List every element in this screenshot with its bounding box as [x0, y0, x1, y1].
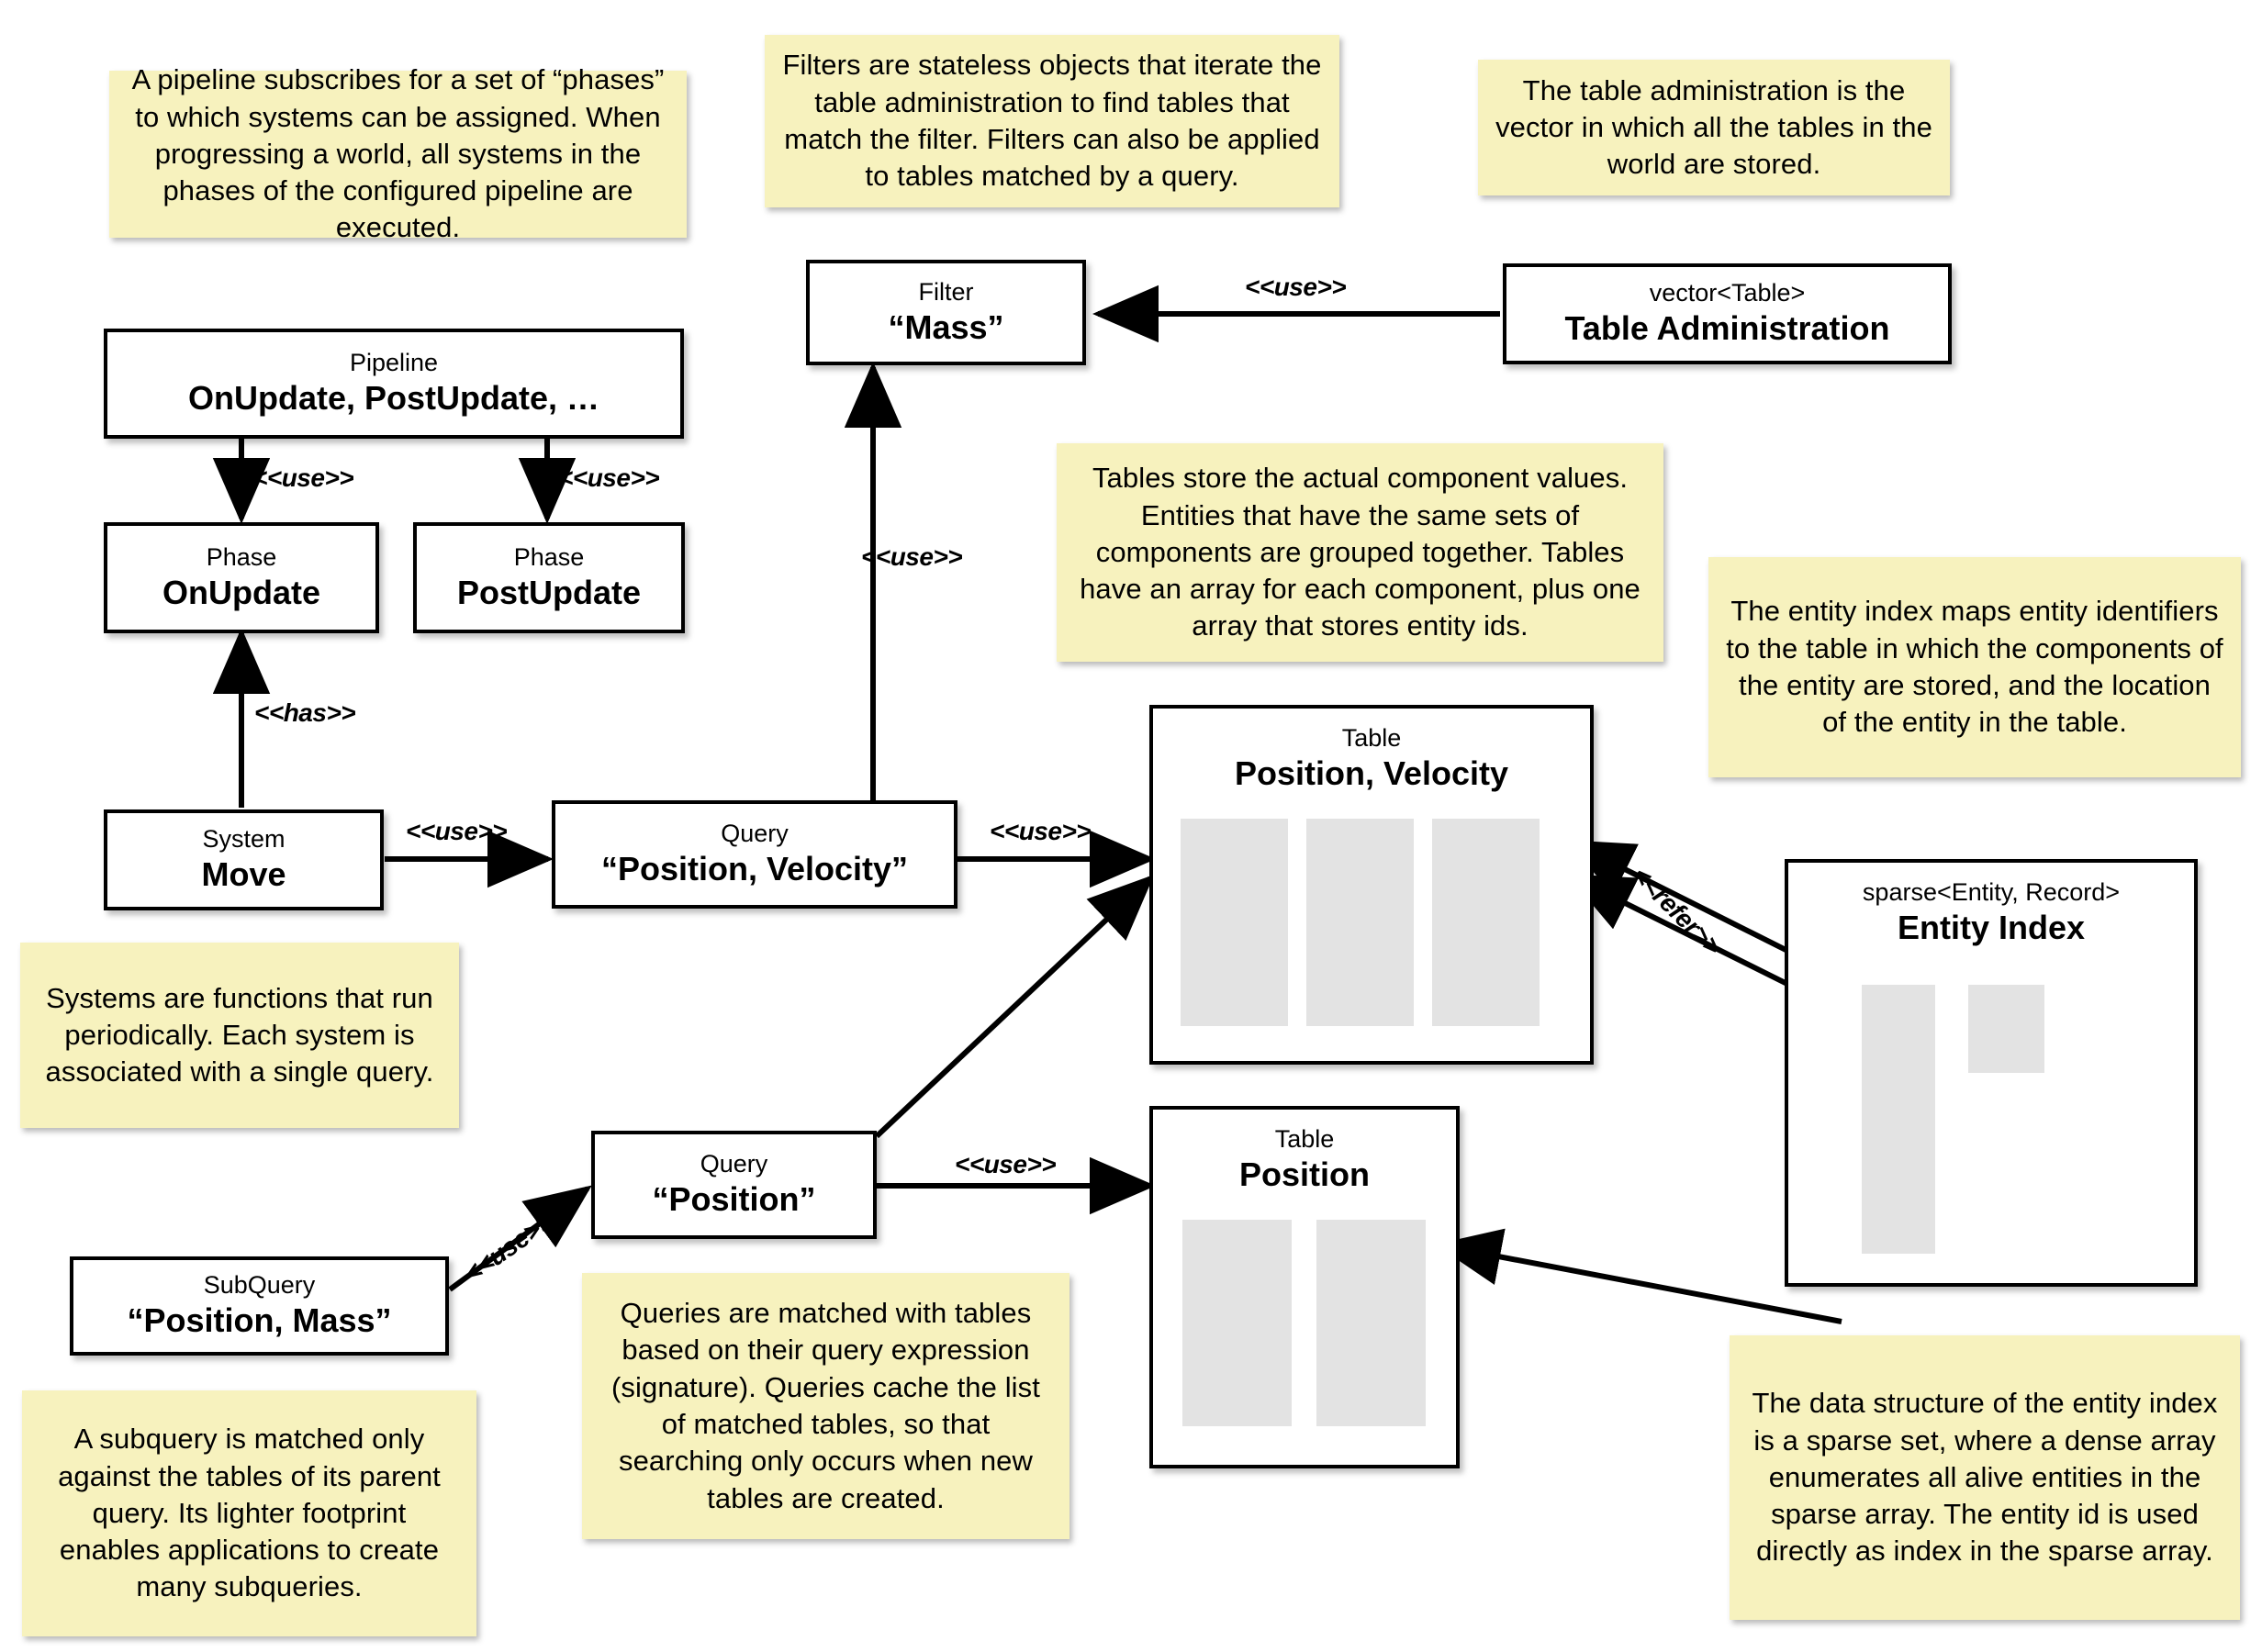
box-pipeline-stereotype: Pipeline	[349, 349, 439, 377]
box-phase-postupdate[interactable]: Phase PostUpdate	[413, 522, 685, 633]
edge-label-system-uses-query: <<use>>	[406, 817, 508, 845]
box-table-administration-stereotype: vector<Table>	[1649, 279, 1806, 307]
box-table-administration-name: Table Administration	[1564, 309, 1890, 348]
note-sparse-set: The data structure of the entity index i…	[1730, 1335, 2240, 1620]
box-query-position-velocity[interactable]: Query “Position, Velocity”	[552, 800, 957, 909]
box-system-move-stereotype: System	[202, 825, 286, 854]
box-entity-index-stereotype: sparse<Entity, Record>	[1862, 878, 2121, 906]
note-pipeline: A pipeline subscribes for a set of “phas…	[109, 63, 687, 243]
note-filters: Filters are stateless objects that itera…	[765, 35, 1339, 207]
box-phase-onupdate[interactable]: Phase OnUpdate	[104, 522, 379, 633]
box-table-position-stereotype: Table	[1274, 1125, 1335, 1153]
table-column-array	[1181, 819, 1288, 1026]
box-table-position[interactable]: Table Position	[1149, 1106, 1460, 1468]
dense-array	[1968, 985, 2044, 1073]
box-table-position-velocity-name: Position, Velocity	[1234, 754, 1509, 793]
box-subquery-position-mass[interactable]: SubQuery “Position, Mass”	[70, 1256, 449, 1356]
box-subquery-position-mass-stereotype: SubQuery	[203, 1271, 316, 1300]
box-phase-postupdate-name: PostUpdate	[456, 573, 642, 611]
note-tables: Tables store the actual component values…	[1057, 443, 1663, 662]
edge-label-query-uses-table: <<use>>	[990, 817, 1092, 845]
note-subquery-text: A subquery is matched only against the t…	[58, 1423, 441, 1603]
edge-label-querypos-uses-table: <<use>>	[955, 1150, 1057, 1178]
note-systems: Systems are functions that run periodica…	[20, 943, 459, 1128]
box-table-position-velocity-stereotype: Table	[1341, 724, 1402, 752]
edge-label-system-has-phase: <<has>>	[254, 698, 356, 727]
table-column-array	[1432, 819, 1540, 1026]
note-subquery: A subquery is matched only against the t…	[22, 1390, 476, 1636]
box-query-position-name: “Position”	[652, 1180, 816, 1219]
table-column-array	[1316, 1220, 1426, 1426]
box-entity-index[interactable]: sparse<Entity, Record> Entity Index	[1785, 859, 2198, 1287]
box-table-position-name: Position	[1239, 1155, 1370, 1194]
box-query-position-velocity-name: “Position, Velocity”	[600, 850, 909, 888]
box-phase-onupdate-stereotype: Phase	[206, 542, 277, 571]
edge-label-pipeline-to-postupdate: <<use>>	[558, 463, 660, 492]
edge-label-subquery-uses-query: <<use>>	[459, 1206, 559, 1289]
box-query-position-velocity-stereotype: Query	[721, 820, 789, 848]
note-table-administration: The table administration is the vector i…	[1478, 60, 1950, 195]
note-entity-index: The entity index maps entity identifiers…	[1708, 557, 2241, 777]
note-sparse-set-text: The data structure of the entity index i…	[1752, 1387, 2218, 1568]
sparse-array	[1862, 985, 1935, 1254]
edge-label-admin-uses-filter: <<use>>	[1245, 273, 1347, 301]
box-phase-postupdate-stereotype: Phase	[513, 542, 585, 571]
box-table-administration[interactable]: vector<Table> Table Administration	[1503, 263, 1952, 364]
box-pipeline-name: OnUpdate, PostUpdate, …	[187, 379, 600, 418]
note-entity-index-text: The entity index maps entity identifiers…	[1726, 595, 2223, 739]
box-table-position-velocity[interactable]: Table Position, Velocity	[1149, 705, 1594, 1065]
box-query-position[interactable]: Query “Position”	[591, 1131, 877, 1239]
note-queries-text: Queries are matched with tables based on…	[611, 1297, 1040, 1514]
note-pipeline-text: A pipeline subscribes for a set of “phas…	[131, 63, 665, 244]
note-tables-text: Tables store the actual component values…	[1080, 462, 1641, 642]
box-filter-mass[interactable]: Filter “Mass”	[806, 260, 1086, 365]
box-filter-mass-stereotype: Filter	[918, 277, 974, 306]
box-entity-index-name: Entity Index	[1897, 909, 2086, 947]
box-query-position-stereotype: Query	[700, 1150, 768, 1178]
box-system-move-name: Move	[201, 855, 286, 894]
edge-label-index-refers-table: <<refer>>	[1627, 861, 1728, 962]
note-systems-text: Systems are functions that run periodica…	[45, 981, 434, 1088]
box-system-move[interactable]: System Move	[104, 809, 384, 910]
note-filters-text: Filters are stateless objects that itera…	[782, 49, 1322, 193]
edge-label-pipeline-to-onupdate: <<use>>	[252, 463, 354, 492]
note-table-administration-text: The table administration is the vector i…	[1495, 73, 1932, 181]
table-column-array	[1182, 1220, 1292, 1426]
edge-label-query-uses-filter: <<use>>	[861, 542, 963, 571]
box-subquery-position-mass-name: “Position, Mass”	[127, 1301, 392, 1340]
table-column-array	[1306, 819, 1414, 1026]
box-pipeline[interactable]: Pipeline OnUpdate, PostUpdate, …	[104, 329, 684, 439]
box-filter-mass-name: “Mass”	[888, 307, 1004, 346]
box-phase-onupdate-name: OnUpdate	[162, 573, 320, 611]
note-queries: Queries are matched with tables based on…	[582, 1273, 1069, 1539]
